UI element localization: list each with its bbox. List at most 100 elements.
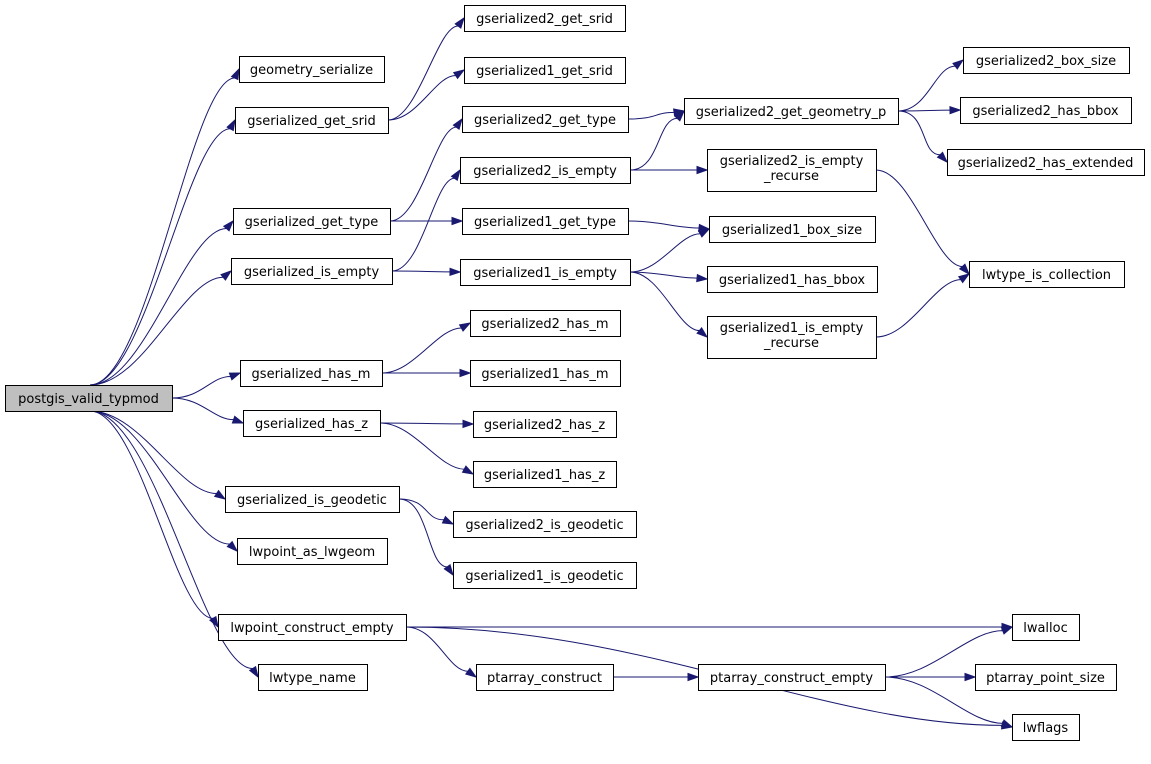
edge-line <box>897 65 956 112</box>
node-gserialized2-is-empty-recurse[interactable]: gserialized2_is_empty_recurse <box>707 149 877 192</box>
node-label: lwtype_is_collection <box>982 268 1111 283</box>
node-geometry-serialize[interactable]: geometry_serialize <box>239 56 385 83</box>
node-gserialized-get-type[interactable]: gserialized_get_type <box>233 208 391 235</box>
call-edge-gserialized-get-srid-to-gserialized1-get-srid <box>387 69 466 121</box>
edge-line <box>629 271 698 279</box>
edge-line <box>89 77 235 386</box>
node-label: gserialized2_is_empty <box>473 164 617 179</box>
call-edge-ptarray-construct-empty-to-lwflags <box>884 676 1014 728</box>
node-gserialized1-box-size[interactable]: gserialized1_box_size <box>709 216 876 243</box>
node-gserialized2-get-srid[interactable]: gserialized2_get_srid <box>464 5 626 32</box>
arrowhead-icon <box>696 273 709 283</box>
arrowhead-icon <box>226 118 236 132</box>
node-lwpoint-construct-empty[interactable]: lwpoint_construct_empty <box>218 614 407 641</box>
node-gserialized1-is-empty-recurse[interactable]: gserialized1_is_empty_recurse <box>707 316 877 359</box>
node-label: gserialized1_get_srid <box>476 64 613 79</box>
arrowhead-icon <box>462 419 475 429</box>
node-gserialized1-has-m[interactable]: gserialized1_has_m <box>470 360 621 387</box>
node-gserialized-get-srid[interactable]: gserialized_get_srid <box>235 107 389 134</box>
node-gserialized2-get-geometry-p[interactable]: gserialized2_get_geometry_p <box>684 98 899 125</box>
edge-line <box>897 110 941 156</box>
node-label: _recurse <box>763 336 819 351</box>
arrowhead-icon <box>957 273 971 284</box>
node-gserialized1-is-empty[interactable]: gserialized1_is_empty <box>460 259 631 286</box>
node-ptarray-construct[interactable]: ptarray_construct <box>476 664 614 691</box>
node-lwalloc[interactable]: lwalloc <box>1012 614 1080 641</box>
call-edge-root-to-gserialized-has-z <box>171 397 245 424</box>
node-lwtype-name[interactable]: lwtype_name <box>258 664 368 691</box>
node-gserialized-has-m[interactable]: gserialized_has_m <box>240 360 383 387</box>
arrowhead-icon <box>949 105 962 115</box>
node-lwflags[interactable]: lwflags <box>1012 714 1080 741</box>
node-gserialized2-has-m[interactable]: gserialized2_has_m <box>470 310 621 337</box>
node-box <box>1012 614 1080 641</box>
call-edge-lwpoint-construct-empty-to-ptarray-construct <box>405 626 478 678</box>
node-label: gserialized2_has_m <box>481 317 608 332</box>
node-gserialized1-has-z[interactable]: gserialized1_has_z <box>473 461 617 488</box>
node-gserialized1-is-geodetic[interactable]: gserialized1_is_geodetic <box>453 562 637 589</box>
node-box <box>969 261 1125 288</box>
call-edge-gserialized-has-m-to-gserialized2-has-m <box>381 322 472 374</box>
edge-line <box>391 270 451 273</box>
node-gserialized2-box-size[interactable]: gserialized2_box_size <box>963 47 1130 74</box>
arrowhead-icon <box>450 168 461 182</box>
arrowhead-icon <box>213 489 227 500</box>
edge-line <box>884 676 1003 724</box>
node-label: gserialized2_is_geodetic <box>465 518 623 533</box>
node-label: gserialized1_get_type <box>474 215 616 230</box>
call-edge-gserialized2-get-geometry-p-to-gserialized2-has-bbox <box>897 105 962 115</box>
node-gserialized2-get-type[interactable]: gserialized2_get_type <box>462 106 629 133</box>
node-root[interactable]: postgis_valid_typmod <box>5 385 173 412</box>
node-gserialized2-has-z[interactable]: gserialized2_has_z <box>473 411 617 438</box>
edge-line <box>387 25 459 121</box>
node-label: gserialized_get_srid <box>247 114 376 129</box>
call-edge-root-to-gserialized-is-empty <box>89 270 233 386</box>
arrowhead-icon <box>936 151 949 164</box>
function-nodes: postgis_valid_typmodgeometry_serializegs… <box>5 5 1145 741</box>
node-label: gserialized1_is_empty <box>720 321 864 336</box>
node-gserialized2-is-empty[interactable]: gserialized2_is_empty <box>460 157 631 184</box>
node-box <box>235 107 389 134</box>
edge-line <box>89 128 231 386</box>
node-box <box>462 208 629 235</box>
call-edge-gserialized-is-empty-to-gserialized1-is-empty <box>391 267 462 277</box>
node-box <box>243 410 381 437</box>
node-label: _recurse <box>763 169 819 184</box>
node-gserialized-is-empty[interactable]: gserialized_is_empty <box>231 258 393 285</box>
arrowhead-icon <box>443 564 454 577</box>
node-gserialized-is-geodetic[interactable]: gserialized_is_geodetic <box>225 486 400 513</box>
node-gserialized1-has-bbox[interactable]: gserialized1_has_bbox <box>707 266 878 293</box>
node-box <box>460 157 631 184</box>
node-gserialized2-has-bbox[interactable]: gserialized2_has_bbox <box>960 97 1132 124</box>
edge-line <box>171 397 234 421</box>
node-gserialized2-has-extended[interactable]: gserialized2_has_extended <box>947 149 1145 176</box>
node-label: gserialized2_get_srid <box>476 12 613 27</box>
node-label: geometry_serialize <box>250 63 373 78</box>
arrowhead-icon <box>458 322 472 332</box>
node-ptarray-construct-empty[interactable]: ptarray_construct_empty <box>698 664 886 691</box>
node-box <box>960 97 1132 124</box>
node-ptarray-point-size[interactable]: ptarray_point_size <box>975 664 1117 691</box>
edge-line <box>627 220 700 229</box>
call-edge-gserialized-get-srid-to-gserialized2-get-srid <box>387 16 465 121</box>
call-edge-lwpoint-construct-empty-to-lwalloc <box>406 622 1014 632</box>
node-lwpoint-as-lwgeom[interactable]: lwpoint_as_lwgeom <box>237 538 388 565</box>
call-edge-gserialized-get-type-to-gserialized2-get-type <box>389 117 463 222</box>
call-edge-gserialized2-get-type-to-gserialized2-get-geometry-p <box>627 108 686 120</box>
node-box <box>975 664 1117 691</box>
node-label: gserialized1_is_geodetic <box>465 569 623 584</box>
edge-line <box>629 117 678 171</box>
node-box <box>231 258 393 285</box>
node-box <box>464 5 626 32</box>
node-gserialized1-get-srid[interactable]: gserialized1_get_srid <box>464 57 626 84</box>
node-gserialized-has-z[interactable]: gserialized_has_z <box>243 410 381 437</box>
node-gserialized2-is-geodetic[interactable]: gserialized2_is_geodetic <box>453 511 637 538</box>
call-edge-gserialized1-is-empty-to-gserialized1-box-size <box>629 228 711 273</box>
node-gserialized1-get-type[interactable]: gserialized1_get_type <box>462 208 629 235</box>
node-label: gserialized1_has_bbox <box>719 273 866 288</box>
node-lwtype-is-collection[interactable]: lwtype_is_collection <box>969 261 1125 288</box>
node-box <box>470 360 621 387</box>
node-box <box>707 149 877 192</box>
call-edge-gserialized1-is-empty-to-gserialized1-is-empty-recurse <box>629 271 709 338</box>
node-box <box>233 208 391 235</box>
